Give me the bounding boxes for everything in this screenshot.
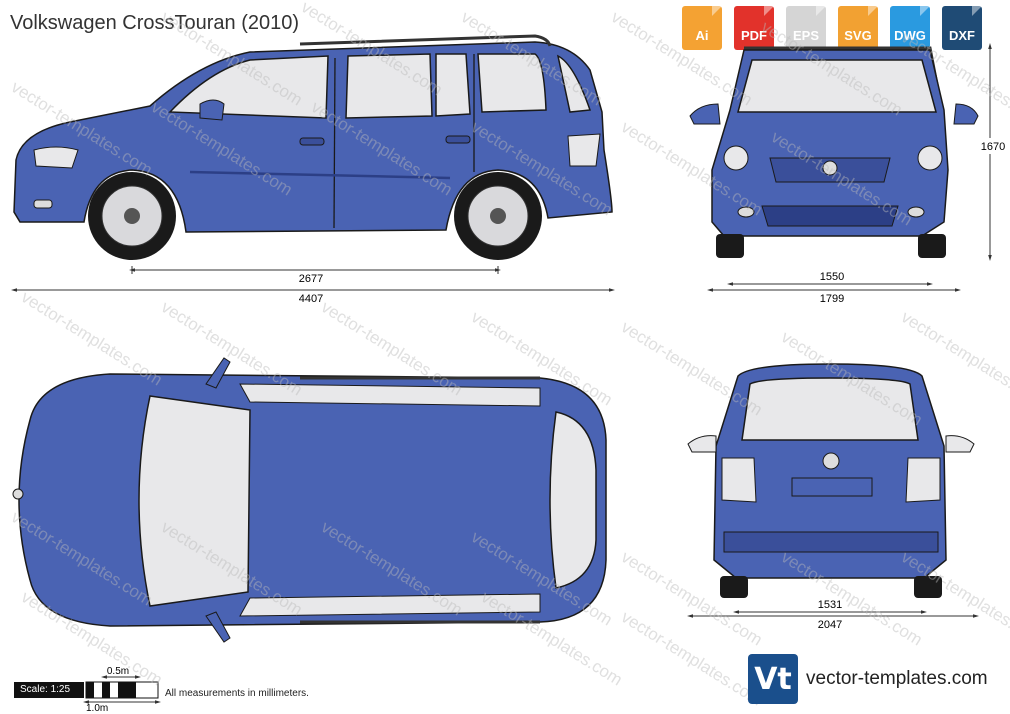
top-mirror-lower xyxy=(205,611,231,643)
side-window-rear xyxy=(477,53,547,113)
watermark-text: vector-templates.com xyxy=(18,287,166,389)
front-track-label: 1550 xyxy=(820,271,844,283)
top-badge xyxy=(12,488,24,500)
rear-bumper xyxy=(723,531,939,553)
format-icons: Ai PDF EPS SVG DWG DXF xyxy=(678,4,986,52)
drawing-title: Volkswagen CrossTouran (2010) xyxy=(10,12,300,34)
height-label: 1670 xyxy=(981,141,1005,153)
rear-badge xyxy=(822,452,840,470)
side-front-wheel xyxy=(88,172,176,260)
rear-taillight-right xyxy=(905,457,941,503)
side-taillight xyxy=(567,133,601,167)
front-fog-left xyxy=(737,206,755,218)
side-roofrail xyxy=(299,34,552,47)
pdf-format-icon[interactable]: PDF xyxy=(730,4,778,52)
front-fog-right xyxy=(907,206,925,218)
watermark-text: vector-templates.com xyxy=(618,317,766,419)
top-side-glass-upper xyxy=(239,383,541,407)
front-headlight-left xyxy=(723,145,749,171)
logo-text: vector-templates.com xyxy=(806,668,988,689)
pdf-format-label: PDF xyxy=(741,28,767,43)
eps-format-label: EPS xyxy=(792,28,819,43)
rear-plate xyxy=(791,477,873,497)
side-rear-wheel xyxy=(454,172,542,260)
width-mirrors-label: 2047 xyxy=(818,619,842,631)
top-side-glass-lower xyxy=(239,593,541,617)
side-view: 2677 4407 xyxy=(11,34,615,305)
logo-mark: Vt xyxy=(748,654,798,704)
side-door-handle-front xyxy=(299,137,325,146)
side-window-mid2 xyxy=(435,53,471,117)
top-windshield xyxy=(138,395,251,607)
side-window-mid xyxy=(345,53,433,119)
side-door-handle-rear xyxy=(445,135,471,144)
front-view: 1550 1799 1670 xyxy=(689,43,1008,305)
watermark-text: vector-templates.com xyxy=(608,7,756,109)
top-rear-window xyxy=(549,411,597,589)
top-mirror-upper xyxy=(205,357,231,389)
ai-format-label: Ai xyxy=(695,28,709,43)
front-windshield xyxy=(737,59,937,113)
length-label: 4407 xyxy=(299,293,323,305)
svg-format-icon[interactable]: SVG xyxy=(834,4,882,52)
front-badge xyxy=(822,160,838,176)
scale-half-meter: 0.5m xyxy=(107,666,129,677)
scale-label: Scale: 1:25 xyxy=(14,682,84,698)
dxf-format-icon[interactable]: DXF xyxy=(938,4,986,52)
top-view xyxy=(12,357,607,643)
side-headlight xyxy=(33,146,79,169)
rear-track-label: 1531 xyxy=(818,599,842,611)
top-body xyxy=(18,373,607,627)
wheelbase-label: 2677 xyxy=(299,273,323,285)
dwg-format-icon[interactable]: DWG xyxy=(886,4,934,52)
dwg-format-label: DWG xyxy=(894,28,926,43)
side-mirror xyxy=(199,99,225,121)
scale-one-meter: 1.0m xyxy=(86,703,108,714)
rear-mirror-right xyxy=(945,435,975,453)
front-mirror-left xyxy=(689,103,721,125)
scale-bar: 0.5m 1.0m xyxy=(83,666,161,714)
rear-mirror-left xyxy=(687,435,717,453)
rear-window xyxy=(741,377,919,441)
measurement-note: All measurements in millimeters. xyxy=(165,688,309,699)
vector-templates-logo[interactable]: Vt vector-templates.com xyxy=(748,654,988,704)
rear-taillight-left xyxy=(721,457,757,503)
eps-format-icon[interactable]: EPS xyxy=(782,4,830,52)
side-fog xyxy=(33,199,53,209)
front-mirror-right xyxy=(953,103,979,125)
front-lower-grille xyxy=(761,205,899,227)
dxf-format-label: DXF xyxy=(949,28,975,43)
width-label: 1799 xyxy=(820,293,844,305)
side-window-quarter xyxy=(556,54,592,113)
front-headlight-right xyxy=(917,145,943,171)
svg-format-label: SVG xyxy=(844,28,872,43)
rear-view: 1531 2047 xyxy=(687,363,979,631)
ai-format-icon[interactable]: Ai xyxy=(678,4,726,52)
